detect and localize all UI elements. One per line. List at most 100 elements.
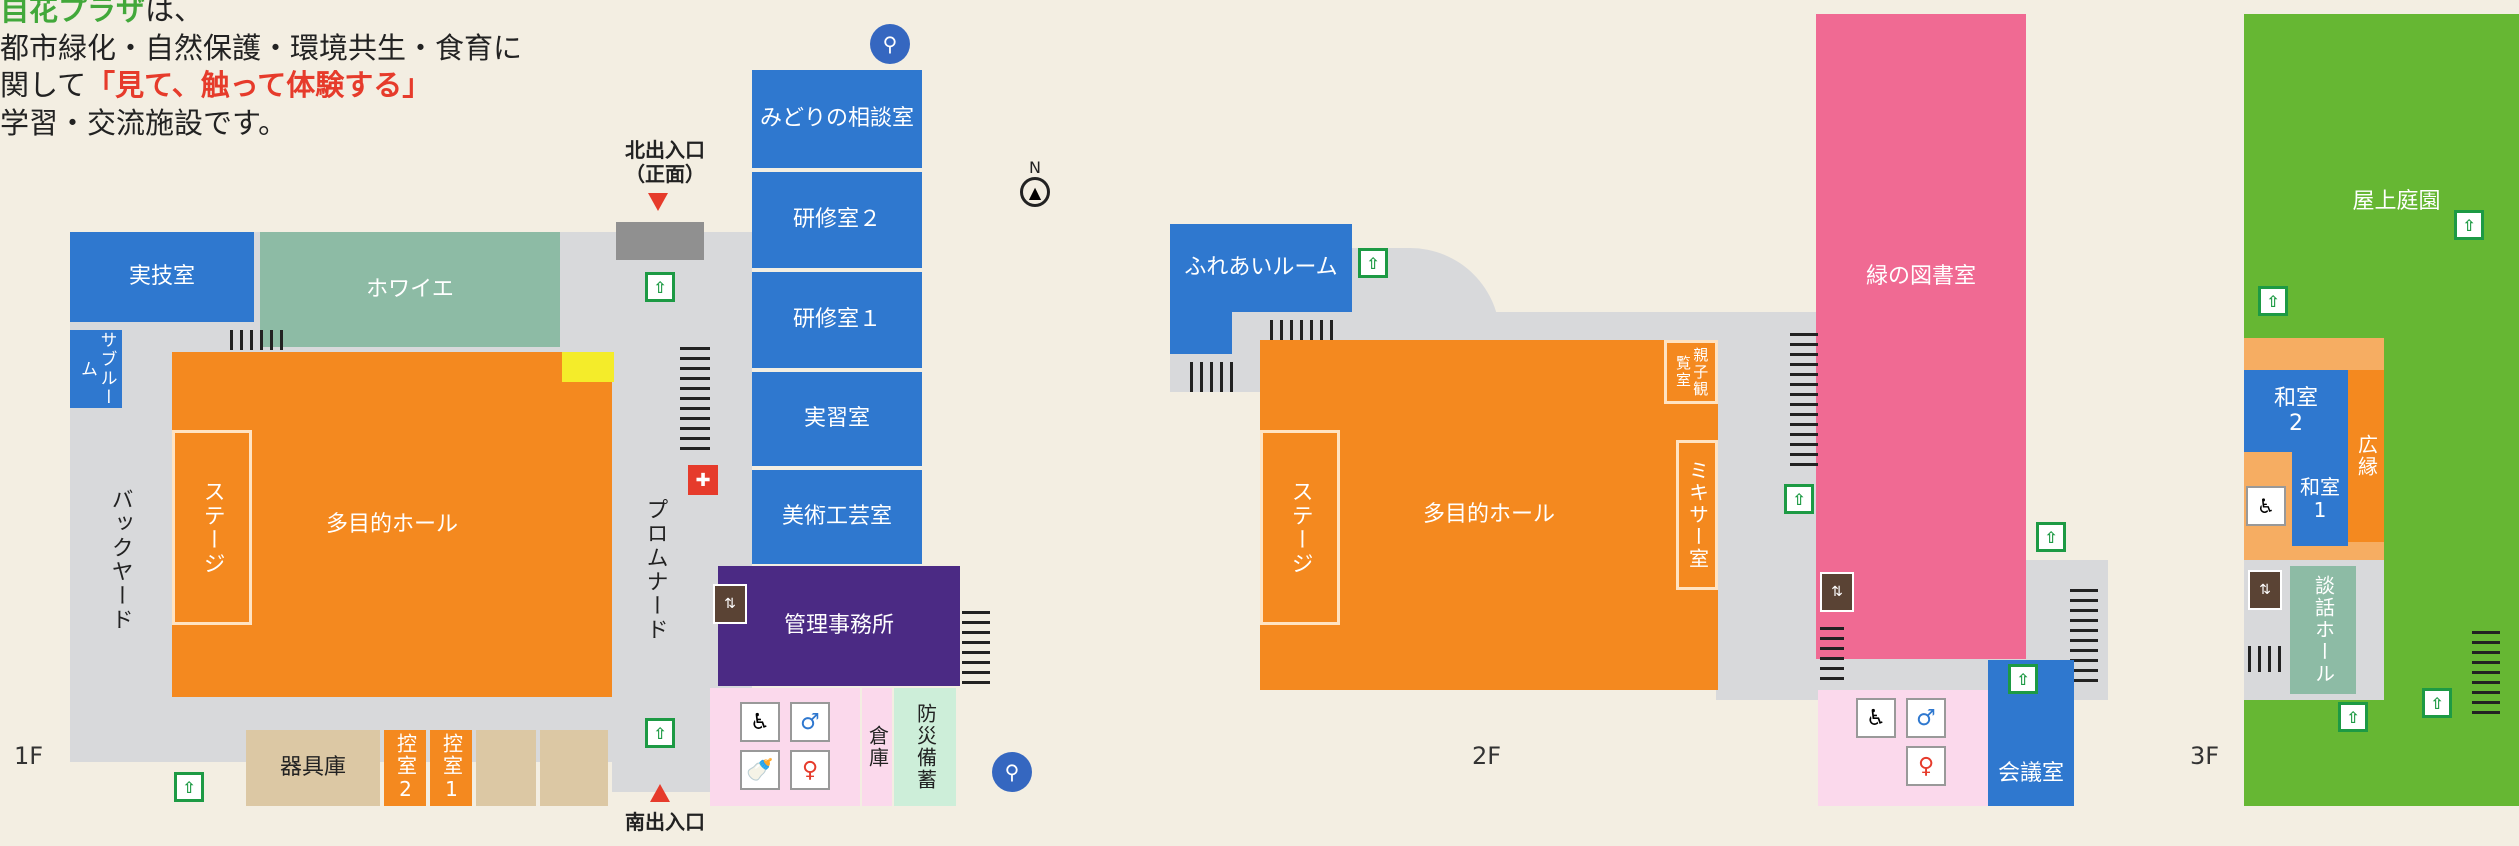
toilet-icon: ♀ xyxy=(1906,746,1946,786)
floor-label-1f: 1F xyxy=(14,742,44,770)
intro-text: 自花プラザは、 都市緑化・自然保護・環境共生・食育に 関して「見て、触って体験す… xyxy=(0,0,522,143)
room-fureai[interactable]: ふれあいルーム xyxy=(1170,224,1352,312)
exit-icon: ⇧ xyxy=(174,772,204,802)
toilet-icon: ♿ xyxy=(1856,698,1896,738)
compass: N ▲ xyxy=(1015,158,1055,218)
room-mixer-label: ミキサー室 xyxy=(1685,460,1710,570)
room-foyer[interactable]: ホワイエ xyxy=(260,232,560,347)
south-entrance-label: 南出入口 xyxy=(625,810,705,834)
compass-label: N xyxy=(1029,158,1041,177)
exit-icon: ⇧ xyxy=(2036,522,2066,552)
room-bousai-label: 防災備蓄 xyxy=(913,703,938,791)
north-entrance-label: 北出入口 （正面） xyxy=(625,138,705,186)
toilet-icon: ♿ xyxy=(2246,486,2286,526)
area-promenade: プロムナード xyxy=(620,470,690,670)
area-garden-label: 屋上庭園 xyxy=(2352,189,2441,214)
room-stage-2f-label: ステージ xyxy=(1287,479,1313,576)
stairs-icon xyxy=(680,340,710,450)
exit-icon: ⇧ xyxy=(2008,664,2038,694)
fire-extinguisher-icon: ✚ xyxy=(688,465,718,495)
bicycle-icon: ⚲ xyxy=(992,752,1032,792)
room-oyako-label: 親子観覧室 xyxy=(1674,346,1710,398)
room-hall-1f-label: 多目的ホール xyxy=(325,511,458,537)
facility-name: 自花プラザ xyxy=(0,0,146,27)
stairs-icon xyxy=(1270,320,1340,340)
room-kenshu1[interactable]: 研修室１ xyxy=(752,272,922,368)
room-oyako[interactable]: 親子観覧室 xyxy=(1664,340,1718,404)
exit-icon: ⇧ xyxy=(645,718,675,748)
room-hikae1-label: 控室1 xyxy=(439,733,464,803)
room-stage-1f[interactable]: ステージ xyxy=(172,430,252,625)
toilet-icon: ♿ xyxy=(740,702,780,742)
room-mixer[interactable]: ミキサー室 xyxy=(1676,440,1718,590)
room-bijutsu[interactable]: 美術工芸室 xyxy=(752,470,922,564)
north-entrance-door[interactable] xyxy=(616,222,704,260)
room-sub[interactable]: サブルーム xyxy=(70,330,122,408)
room-misc-1 xyxy=(476,730,536,806)
compass-icon: ▲ xyxy=(1020,177,1050,207)
stairs-icon xyxy=(2070,582,2098,682)
area-backyard-label: バックヤード xyxy=(107,488,133,632)
exit-icon: ⇧ xyxy=(1784,484,1814,514)
stairs-icon xyxy=(1820,620,1844,680)
exit-icon: ⇧ xyxy=(1358,248,1388,278)
room-souko[interactable]: 倉庫 xyxy=(862,688,892,806)
room-danwa-label: 談話ホール xyxy=(2311,575,2336,685)
stairs-icon xyxy=(962,604,990,684)
room-kigu[interactable]: 器具庫 xyxy=(246,730,380,806)
room-kaigi-label: 会議室 xyxy=(1997,760,2064,786)
room-kigu-label: 器具庫 xyxy=(279,755,346,781)
room-danwa[interactable]: 談話ホール xyxy=(2290,566,2356,694)
room-hikae1[interactable]: 控室1 xyxy=(430,730,472,806)
room-foyer-label: ホワイエ xyxy=(366,276,454,302)
room-hall-2f-label: 多目的ホール xyxy=(1422,502,1555,528)
room-library[interactable]: 緑の図書室 xyxy=(1816,14,2026,659)
floor-label-2f: 2F xyxy=(1472,742,1502,770)
restroom-area-1f xyxy=(710,688,860,806)
room-stage-2f[interactable]: ステージ xyxy=(1260,430,1340,625)
elevator-icon: ⇅ xyxy=(713,584,747,624)
room-library-label: 緑の図書室 xyxy=(1865,264,1976,289)
room-kaigi[interactable]: 会議室 xyxy=(1988,660,2074,806)
room-kanri-label: 管理事務所 xyxy=(783,613,894,639)
room-hiroen-label: 広縁 xyxy=(2354,434,2379,478)
floor-label-3f: 3F xyxy=(2190,742,2220,770)
toilet-icon: 🍼 xyxy=(740,750,780,790)
area-backyard: バックヤード xyxy=(80,470,160,650)
intro-line3: 関して xyxy=(0,68,87,103)
room-fureai-annex xyxy=(1170,312,1232,354)
intro-line2: 都市緑化・自然保護・環境共生・食育に xyxy=(0,30,523,65)
yellow-marker xyxy=(562,352,614,382)
north-entrance-arrow xyxy=(648,193,668,211)
room-jitsugi-label: 実技室 xyxy=(128,264,195,290)
toilet-icon: ♂ xyxy=(790,702,830,742)
intro-highlight: 「見て、触って体験する」 xyxy=(86,68,432,103)
room-midori[interactable]: みどりの相談室 xyxy=(752,70,922,168)
room-washitsu1[interactable]: 和室 1 xyxy=(2292,452,2348,546)
room-bousai[interactable]: 防災備蓄 xyxy=(894,688,956,806)
stairs-icon xyxy=(2472,630,2500,714)
room-bijutsu-label: 美術工芸室 xyxy=(781,504,892,530)
stairs-icon xyxy=(1790,330,1818,466)
room-kanri[interactable]: 管理事務所 xyxy=(718,566,960,686)
room-jisshu[interactable]: 実習室 xyxy=(752,372,922,466)
room-washitsu1-label: 和室 1 xyxy=(2300,475,2340,522)
intro-line1: は、 xyxy=(145,0,204,27)
room-washitsu2[interactable]: 和室 2 xyxy=(2244,370,2348,452)
room-kenshu2-label: 研修室２ xyxy=(792,207,881,233)
room-jitsugi[interactable]: 実技室 xyxy=(70,232,254,322)
stairs-icon xyxy=(2248,646,2284,672)
exit-icon: ⇧ xyxy=(2258,286,2288,316)
room-washitsu2-label: 和室 2 xyxy=(2273,385,2318,436)
elevator-icon: ⇅ xyxy=(1820,572,1854,612)
room-hiroen[interactable]: 広縁 xyxy=(2348,370,2384,542)
exit-icon: ⇧ xyxy=(645,272,675,302)
stairs-icon xyxy=(230,330,286,350)
room-stage-1f-label: ステージ xyxy=(199,479,225,576)
room-misc-2 xyxy=(540,730,608,806)
bicycle-icon: ⚲ xyxy=(870,24,910,64)
toilet-icon: ♂ xyxy=(1906,698,1946,738)
room-hikae2[interactable]: 控室2 xyxy=(384,730,426,806)
room-kenshu2[interactable]: 研修室２ xyxy=(752,172,922,268)
room-jisshu-label: 実習室 xyxy=(803,406,870,432)
